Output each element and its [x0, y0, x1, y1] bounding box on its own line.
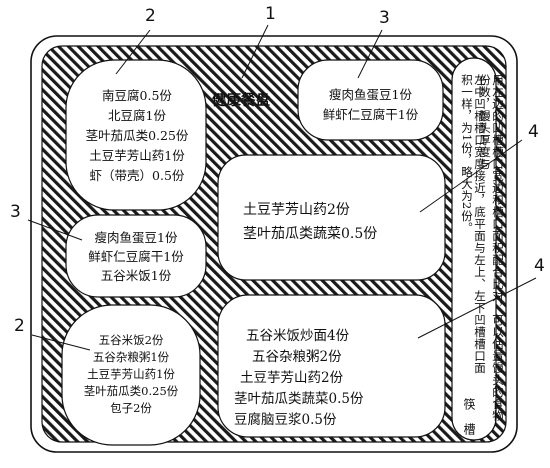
leader-line-4-top: [419, 139, 523, 213]
list-item: 瘦肉鱼蛋豆1份: [94, 230, 178, 245]
list-item: 茎叶茄瓜类蔬菜0.5份: [243, 226, 378, 242]
callout-3-top: 3: [379, 8, 390, 28]
list-item: 土豆芋芳山药2份: [240, 370, 344, 386]
leader-line-3-left: [27, 219, 83, 241]
callout-3-left: 3: [10, 202, 21, 222]
leader-line-3-top: [357, 29, 383, 79]
compartment-top-middle-text: 瘦肉鱼蛋豆1份 鲜虾仁豆腐干1份: [298, 85, 443, 125]
list-item: 北豆腐1份: [108, 108, 166, 123]
compartment-center: [217, 154, 446, 281]
list-item: 豆腐脑豆浆0.5份: [234, 412, 337, 428]
list-item: 土豆芋芳山药2份: [243, 202, 350, 218]
list-item: 瘦肉鱼蛋豆1份: [329, 87, 412, 102]
compartment-top-middle: [297, 59, 444, 141]
list-item: 土豆芋芳山药1份: [89, 148, 185, 163]
page-title: 健康餐盘: [212, 93, 270, 109]
compartment-bottom-right-text: 五谷米饭炒面4份 五谷杂粮粥2份 土豆芋芳山药2份 茎叶茄瓜类蔬菜0.5份 豆腐…: [234, 326, 363, 431]
compartment-bottom-left-text: 五谷米饭2份 五谷杂粮粥1份 土豆芋芳山药1份 茎叶茄瓜类0.25份 包子2份: [62, 332, 200, 417]
callout-4-top: 4: [528, 122, 539, 142]
callout-2-left: 2: [14, 316, 25, 336]
callout-1: 1: [265, 4, 276, 24]
compartment-bottom-right: [217, 294, 446, 438]
list-item: 包子2份: [110, 401, 152, 415]
leader-line-1: [241, 24, 269, 79]
chopstick-groove: [451, 57, 497, 441]
leader-line-4-bottom: [417, 277, 537, 339]
list-item: 五谷杂粮粥1份: [92, 350, 170, 364]
leader-line-2-left: [31, 334, 91, 351]
list-item: 五谷米饭炒面4份: [246, 328, 350, 344]
compartment-center-text: 土豆芋芳山药2份 茎叶茄瓜类蔬菜0.5份: [243, 198, 377, 246]
callout-4-bottom: 4: [534, 256, 545, 276]
list-item: 茎叶茄瓜类0.25份: [83, 384, 179, 398]
list-item: 五谷米饭1份: [100, 268, 172, 283]
list-item: 虾（带壳）0.5份: [89, 168, 185, 183]
compartment-top-left: [65, 59, 207, 211]
side-note-column-1: 用左边的凹槽槽口宽边和槽口面积配合比对，可以估量馒头的食物份数，馒头厚度与: [478, 74, 505, 422]
leader-line-2-top: [115, 29, 151, 75]
list-item: 鲜虾仁豆腐干1份: [88, 249, 184, 264]
callout-2-top: 2: [145, 6, 156, 26]
list-item: 茎叶茄瓜类蔬菜0.5份: [234, 391, 364, 407]
list-item: 茎叶茄瓜类0.25份: [85, 128, 189, 143]
list-item: 土豆芋芳山药1份: [87, 367, 175, 381]
compartment-mid-left: [65, 214, 207, 298]
list-item: 五谷米饭2份: [98, 333, 164, 347]
list-item: 南豆腐0.5份: [102, 88, 172, 103]
side-note-column-2: 左中凹槽槽口宽度接近，底平面与左上、左下凹槽槽口面积一样，为1份，略大为2份。: [460, 74, 487, 374]
compartment-bottom-left: [61, 304, 201, 446]
compartment-mid-left-text: 瘦肉鱼蛋豆1份 鲜虾仁豆腐干1份 五谷米饭1份: [66, 228, 206, 285]
chopstick-groove-label: 筷 槽: [462, 398, 476, 436]
compartment-top-left-text: 南豆腐0.5份 北豆腐1份 茎叶茄瓜类0.25份 土豆芋芳山药1份 虾（带壳）0…: [70, 86, 204, 186]
list-item: 鲜虾仁豆腐干1份: [322, 107, 419, 122]
list-item: 五谷杂粮粥2份: [252, 349, 342, 365]
